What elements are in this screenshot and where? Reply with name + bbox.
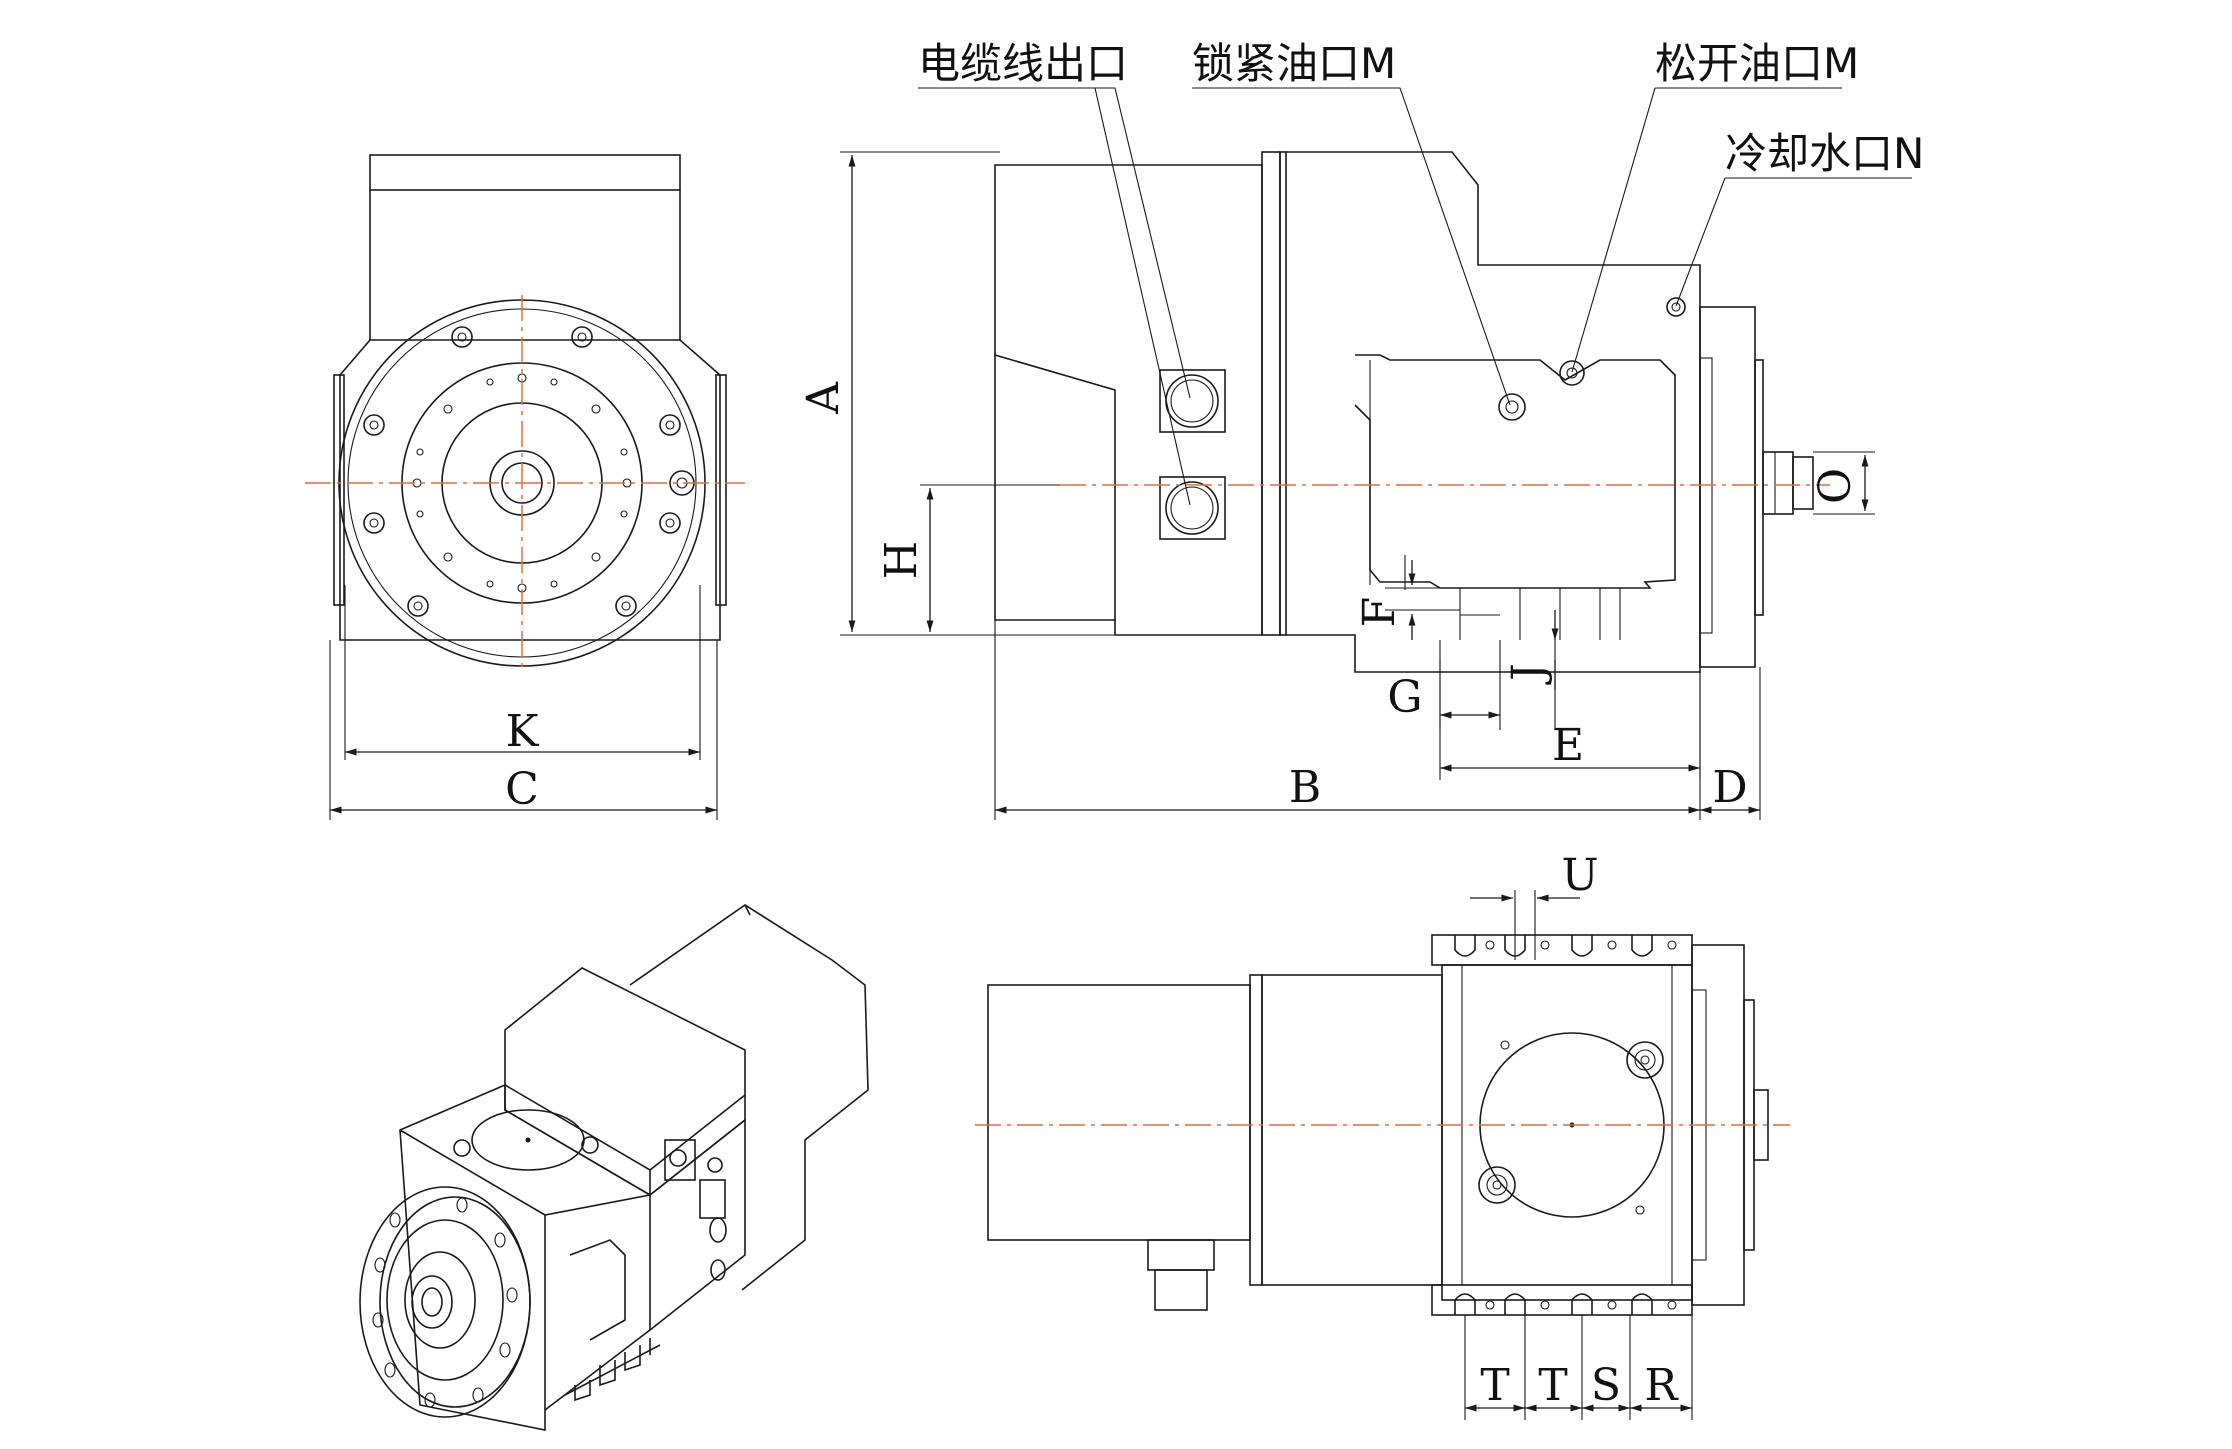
dim-f-label: F xyxy=(1354,597,1405,628)
dim-b-label: B xyxy=(1289,762,1321,813)
callout-lock-oil-port: 锁紧油口M xyxy=(1192,39,1396,88)
callout-coolant-port: 冷却水口N xyxy=(1725,129,1924,178)
dim-o-label: O xyxy=(1810,468,1861,504)
dim-a-label: A xyxy=(798,381,849,415)
callout-release-oil-port: 松开油口M xyxy=(1655,39,1859,88)
dim-h-label: H xyxy=(876,541,927,579)
cable-connectors xyxy=(1159,369,1226,540)
top-view: U T T S R xyxy=(975,850,1790,1420)
mounting-bolts xyxy=(363,326,695,617)
dim-t2-label: T xyxy=(1538,1360,1567,1411)
dim-e-label: E xyxy=(1552,720,1584,771)
dim-r-label: R xyxy=(1644,1360,1679,1411)
dim-t1-label: T xyxy=(1480,1360,1509,1411)
side-ports xyxy=(1498,297,1686,421)
dim-c-label: C xyxy=(505,764,539,815)
dim-g-label: G xyxy=(1387,672,1422,723)
callout-cable-outlet: 电缆线出口 xyxy=(918,39,1128,88)
side-view: A H O F G J E B D 电缆线出口 锁紧油口M 松开油口M 冷却水口… xyxy=(798,39,1924,820)
front-view: K C xyxy=(305,154,745,820)
dim-k-label: K xyxy=(506,706,540,757)
dim-j-label: J xyxy=(1503,663,1554,685)
isometric-view xyxy=(359,904,869,1431)
dim-d-label: D xyxy=(1712,762,1747,813)
dim-u-label: U xyxy=(1561,850,1598,901)
dim-s-label: S xyxy=(1591,1360,1621,1411)
